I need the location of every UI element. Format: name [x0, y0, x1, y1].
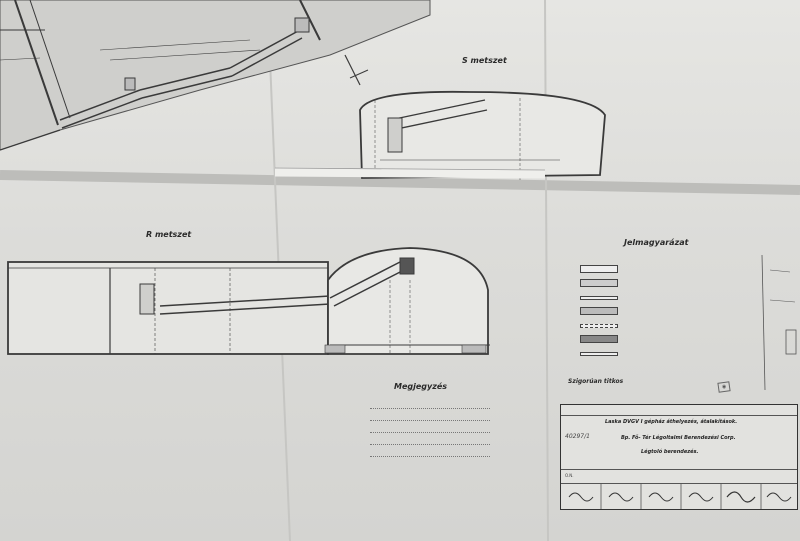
legend-row — [580, 348, 730, 358]
note-line — [370, 444, 490, 445]
legend-symbol — [580, 324, 618, 328]
legend-row — [580, 278, 730, 288]
note-line — [370, 456, 490, 457]
legend-symbol — [580, 265, 618, 273]
project-line-1: Laska DVGV I gépház áthelyezés, átalakít… — [605, 419, 738, 425]
legend-symbol — [580, 352, 618, 356]
legend-row — [580, 306, 730, 316]
legend-symbol — [580, 307, 618, 315]
legend-symbol — [580, 279, 618, 287]
drawing-number: 40297/1 — [565, 433, 590, 440]
notes-title: Megjegyzés — [394, 382, 448, 391]
note-line — [370, 432, 490, 433]
legend-row — [580, 292, 730, 302]
legend-symbol — [580, 335, 618, 343]
legend-row — [580, 320, 730, 330]
note-line — [370, 408, 490, 409]
title-block-divider — [561, 415, 797, 416]
legend — [580, 258, 710, 376]
s-section-drawing — [359, 90, 606, 180]
fold-line-vertical-right — [544, 0, 549, 541]
r-section-title: R metszet — [146, 230, 192, 239]
title-block: 40297/1 Laska DVGV I gépház áthelyezés, … — [560, 404, 798, 510]
legend-symbol — [580, 296, 618, 300]
legend-row — [580, 334, 730, 344]
classification-label: Szigorúan titkos — [568, 378, 624, 385]
title-block-divider — [561, 483, 797, 484]
title-block-code: O.N. — [565, 473, 574, 478]
r-section-drawing — [7, 247, 490, 355]
project-line-3: Légtoló berendezés. — [641, 449, 699, 455]
legend-title: Jelmagyarázat — [624, 238, 689, 247]
legend-row — [580, 264, 730, 274]
project-line-2: Bp. Fő- Tér Légoltalmi Berendezési Corp. — [621, 435, 736, 441]
margin-annotations — [761, 254, 797, 391]
title-block-divider — [561, 469, 797, 470]
stamp: ◉ — [717, 381, 732, 393]
s-section-title: S metszet — [462, 56, 507, 65]
note-line — [370, 420, 490, 421]
signature-row — [568, 483, 792, 509]
plan-view — [0, 0, 431, 151]
fold-line-horizontal — [0, 170, 800, 195]
